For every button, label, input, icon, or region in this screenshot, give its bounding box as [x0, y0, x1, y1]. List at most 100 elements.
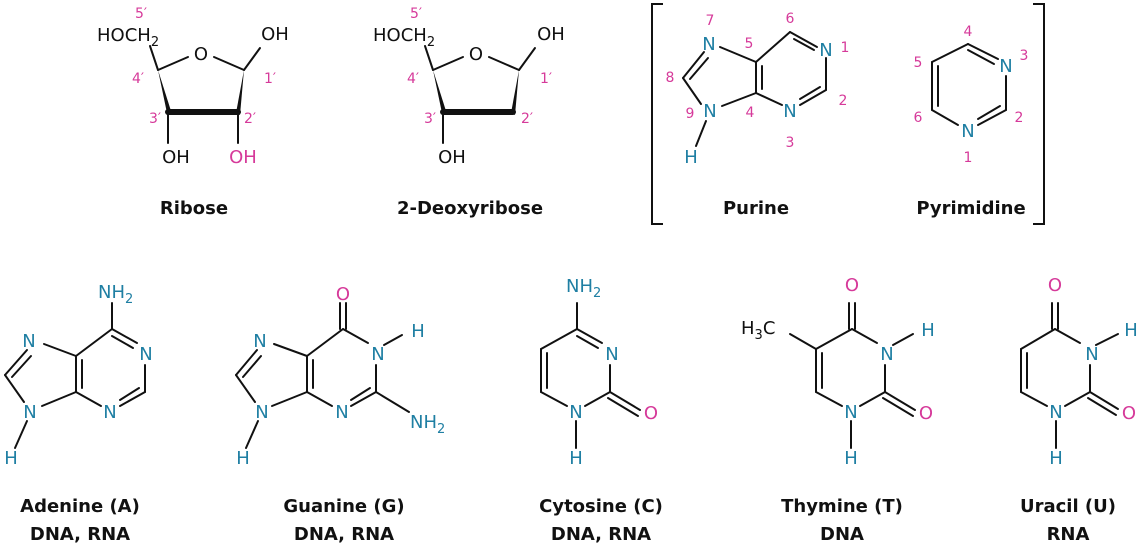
bond — [350, 387, 371, 401]
bond — [1054, 328, 1081, 344]
bond — [1064, 391, 1091, 407]
h9-atom: H — [684, 147, 698, 168]
bond — [977, 109, 1007, 126]
locant-3: 3 — [1020, 48, 1029, 64]
bond — [719, 46, 757, 63]
locant-5: 5 — [745, 36, 754, 52]
bond — [892, 333, 914, 346]
n3-atom: N — [999, 56, 1012, 77]
anomeric-oh-label: OH — [261, 24, 289, 45]
bond — [111, 335, 134, 349]
purine-structure: N N N N H 1 2 3 4 5 6 7 8 9 Purine — [666, 11, 850, 219]
hoch2-label: HOCH2 — [97, 25, 159, 50]
amino-group: NH2 — [98, 282, 133, 307]
bond — [383, 334, 403, 346]
bond — [789, 31, 818, 48]
right-bracket — [1033, 3, 1045, 225]
adenine-caption: Adenine (A) — [20, 496, 140, 517]
n9-atom: N — [23, 402, 36, 423]
guanine-occurrence: DNA, RNA — [294, 524, 394, 545]
ring-oxygen-label: O — [194, 44, 208, 65]
deoxyribose-caption: 2-Deoxyribose — [397, 198, 543, 219]
locant-3: 3 — [786, 135, 795, 151]
bond — [488, 56, 520, 71]
n9-atom: N — [255, 402, 268, 423]
h1-atom: H — [844, 448, 858, 469]
bond — [789, 333, 817, 350]
bond — [1020, 328, 1056, 350]
bond — [119, 387, 140, 401]
bond — [882, 397, 914, 417]
locant-2-prime: 2′ — [244, 111, 256, 127]
bond — [350, 391, 377, 407]
locant-4: 4 — [746, 105, 755, 121]
left-bracket — [651, 3, 663, 225]
bond — [584, 391, 611, 407]
ribose-structure: HOCH2 O OH OH OH 5′ 4′ 3′ 2′ 1′ Ribose — [97, 6, 289, 219]
locant-4: 4 — [964, 24, 973, 40]
h3-atom: H — [1124, 320, 1138, 341]
2-oh-label: OH — [229, 147, 257, 168]
adenine-occurrence: DNA, RNA — [30, 524, 130, 545]
bond — [576, 328, 603, 344]
uracil-caption: Uracil (U) — [1020, 496, 1116, 517]
bond — [375, 391, 410, 413]
bond — [213, 56, 245, 71]
locant-1: 1 — [841, 40, 850, 56]
locant-1-prime: 1′ — [264, 71, 276, 87]
n9-atom: N — [703, 101, 716, 122]
locant-9: 9 — [686, 106, 695, 122]
wedge-bond — [511, 70, 519, 115]
locant-5: 5 — [914, 55, 923, 71]
bond — [14, 420, 28, 449]
amino-group: NH2 — [566, 276, 601, 301]
purine-caption: Purine — [723, 198, 789, 219]
bond — [799, 89, 827, 106]
locant-2-prime: 2′ — [521, 111, 533, 127]
locant-8: 8 — [666, 70, 675, 86]
bond — [1095, 333, 1119, 346]
bond — [235, 374, 256, 403]
cytosine-structure: NH2 N O N H Cytosine (C) DNA, RNA — [539, 276, 663, 545]
bond — [4, 374, 25, 403]
bond — [695, 120, 707, 147]
locant-4-prime: 4′ — [407, 71, 419, 87]
amino-group: NH2 — [410, 412, 445, 437]
methyl-group: H3C — [741, 318, 775, 343]
locant-4-prime: 4′ — [132, 71, 144, 87]
bond — [689, 57, 709, 80]
n1-atom: N — [844, 402, 857, 423]
o4-atom: O — [1048, 275, 1062, 296]
ring-oxygen-label: O — [469, 44, 483, 65]
locant-6: 6 — [786, 11, 795, 27]
pyrimidine-structure: N N 1 2 3 4 5 6 Pyrimidine — [914, 24, 1029, 219]
deoxyribose-structure: HOCH2 O OH OH 5′ 4′ 3′ 2′ 1′ 2-Deoxyribo… — [373, 6, 565, 219]
wedge-bond — [158, 70, 171, 113]
bond — [815, 328, 853, 350]
bond — [1089, 391, 1119, 410]
n7-atom: N — [253, 331, 266, 352]
h1-atom: H — [569, 448, 583, 469]
n3-atom: N — [605, 344, 618, 365]
n7-atom: N — [702, 34, 715, 55]
bond — [607, 397, 639, 417]
bond — [799, 86, 821, 100]
bond — [967, 49, 995, 65]
h9-atom: H — [236, 448, 250, 469]
bond — [111, 328, 138, 344]
h1-atom: H — [411, 321, 425, 342]
bond — [306, 391, 333, 407]
3-oh-label: OH — [162, 147, 190, 168]
bond — [75, 391, 102, 407]
bond — [149, 45, 159, 71]
bond — [432, 56, 464, 71]
bond — [342, 328, 369, 344]
locant-2: 2 — [1015, 110, 1024, 126]
bond — [931, 43, 969, 63]
bond — [755, 92, 783, 106]
bond — [682, 51, 705, 79]
bond — [682, 77, 702, 105]
carbonyl-oxygen: O — [336, 284, 350, 305]
locant-6: 6 — [914, 110, 923, 126]
locant-5-prime: 5′ — [135, 6, 147, 22]
